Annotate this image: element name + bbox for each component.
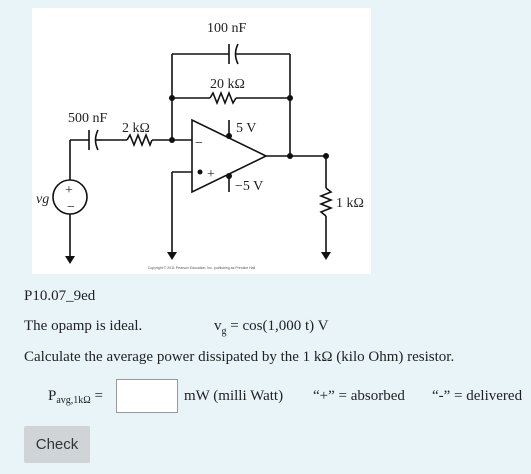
label-c-in: 500 nF xyxy=(68,111,108,126)
label-vneg: −5 V xyxy=(235,179,263,194)
equals-sign: = xyxy=(90,388,103,404)
copyright-text: Copyright © 2011 Pearson Education, Inc.… xyxy=(147,266,256,270)
problem-statement-line: The opamp is ideal. vg = cos(1,000 t) V xyxy=(24,318,328,337)
label-vpos: 5 V xyxy=(236,121,256,136)
opamp-statement: The opamp is ideal. xyxy=(24,318,143,334)
problem-id: P10.07_9ed xyxy=(24,288,96,304)
circuit-figure: 100 nF 20 kΩ 500 nF 2 kΩ 5 V −5 V − + + … xyxy=(32,8,371,274)
vg-symbol: v xyxy=(214,318,222,334)
vg-definition: vg = cos(1,000 t) V xyxy=(214,318,328,337)
absorbed-hint: “+” = absorbed xyxy=(313,388,405,404)
unit-label: mW (milli Watt) xyxy=(184,388,284,404)
label-plus: + xyxy=(207,167,215,182)
label-c-feedback: 100 nF xyxy=(207,21,247,36)
check-button[interactable]: Check xyxy=(24,426,90,463)
delivered-hint: “-” = delivered xyxy=(432,388,523,404)
source-plus: + xyxy=(65,183,73,198)
circuit-diagram: 100 nF 20 kΩ 500 nF 2 kΩ 5 V −5 V − + + … xyxy=(36,21,364,264)
answer-row: Pavg,1kΩ = mW (milli Watt) “+” = absorbe… xyxy=(0,376,531,416)
label-minus: − xyxy=(195,136,203,151)
label-vg: vg xyxy=(36,192,49,207)
label-r-feedback: 20 kΩ xyxy=(210,77,245,92)
label-load: 1 kΩ xyxy=(336,196,364,211)
var-subscript: avg,1kΩ xyxy=(56,395,91,406)
label-r-in: 2 kΩ xyxy=(122,121,150,136)
vg-subscript: g xyxy=(221,326,227,337)
var-main: P xyxy=(48,388,57,404)
source-minus: − xyxy=(67,200,75,215)
vg-expression: = cos(1,000 t) V xyxy=(226,318,329,334)
answer-input[interactable] xyxy=(116,379,178,413)
question-text: Calculate the average power dissipated b… xyxy=(24,349,455,365)
answer-variable: Pavg,1kΩ = xyxy=(48,388,103,406)
